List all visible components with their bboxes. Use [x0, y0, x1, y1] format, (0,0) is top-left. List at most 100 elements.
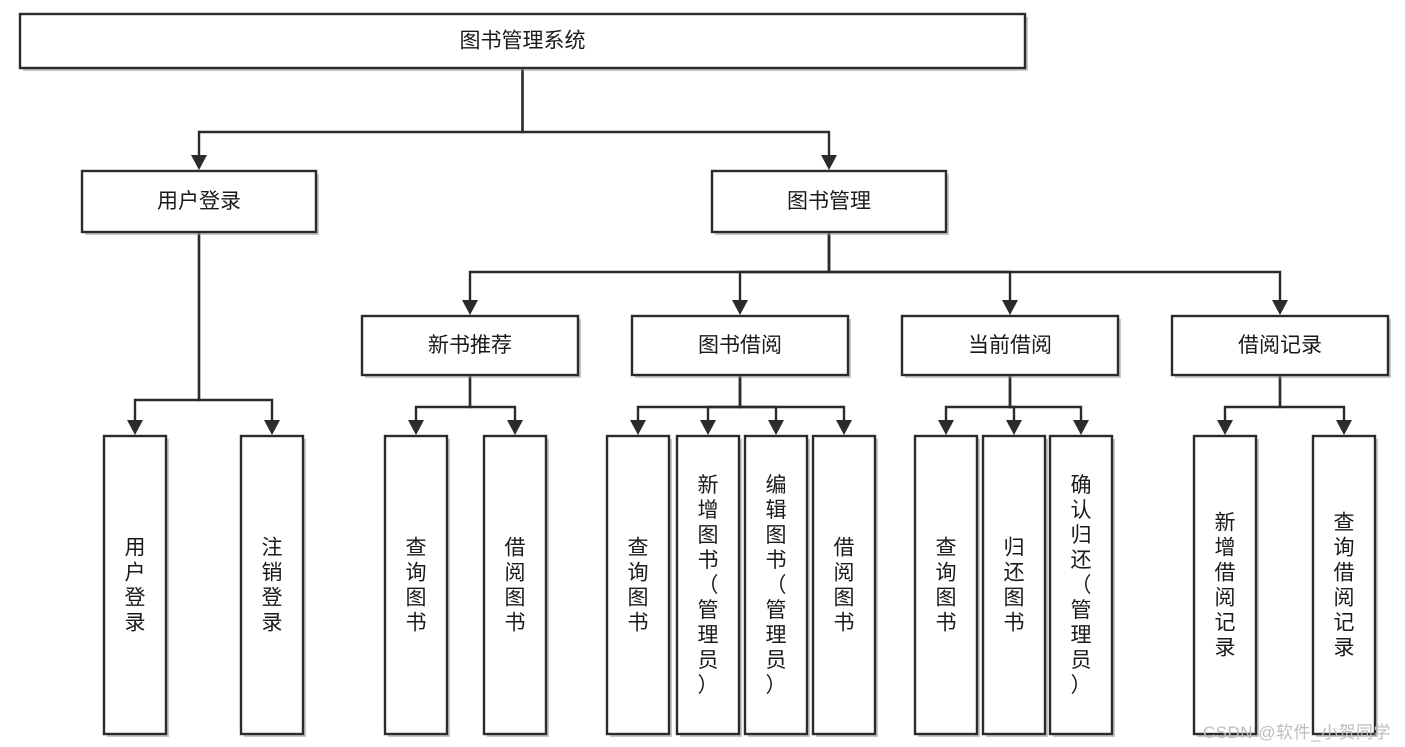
- connector-book-manage-to-book-borrow: [732, 232, 831, 315]
- node-user-login[interactable]: 用户登录: [80, 169, 319, 235]
- node-box[interactable]: [1192, 434, 1258, 736]
- node-label: 查询图书: [628, 537, 649, 635]
- node-label: 当前借阅: [968, 334, 1052, 357]
- node-leaf-confirm-return-admin[interactable]: 确认归还（管理员）: [1048, 434, 1115, 737]
- connector-user-login-to-leaf-user-login: [127, 232, 201, 435]
- connector-borrow-record-to-leaf-add-borrow-record: [1217, 375, 1282, 435]
- arrow-head-icon: [1002, 300, 1018, 315]
- arrow-head-icon: [1336, 420, 1352, 435]
- connector-layer: [127, 68, 1352, 435]
- node-leaf-add-book-admin[interactable]: 新增图书（管理员）: [675, 434, 742, 737]
- node-box[interactable]: [1170, 314, 1390, 377]
- node-box[interactable]: [913, 434, 979, 736]
- node-leaf-add-borrow-record[interactable]: 新增借阅记录: [1192, 434, 1259, 737]
- node-leaf-user-login[interactable]: 用户登录: [102, 434, 169, 737]
- connector-book-borrow-to-leaf-add-book-admin: [700, 375, 742, 435]
- node-label: 用户登录: [157, 190, 241, 213]
- node-box[interactable]: [18, 12, 1027, 70]
- node-label: 注销登录: [262, 537, 283, 635]
- node-box[interactable]: [675, 434, 741, 736]
- connector-current-borrow-to-leaf-confirm-return-admin: [1008, 375, 1089, 435]
- node-box[interactable]: [900, 314, 1120, 377]
- node-box[interactable]: [811, 434, 877, 736]
- connector-book-manage-to-new-book-recommend: [462, 232, 831, 315]
- node-box[interactable]: [239, 434, 305, 736]
- arrow-head-icon: [462, 300, 478, 315]
- node-box[interactable]: [1048, 434, 1114, 736]
- arrow-head-icon: [700, 420, 716, 435]
- node-leaf-borrow-book[interactable]: 借阅图书: [811, 434, 878, 737]
- arrow-head-icon: [1073, 420, 1089, 435]
- node-label: 新增图书（管理员）: [698, 474, 719, 697]
- node-borrow-record[interactable]: 借阅记录: [1170, 314, 1391, 378]
- node-label: 借阅图书: [505, 537, 526, 635]
- node-label: 用户登录: [125, 537, 146, 635]
- node-leaf-query-book-borrow[interactable]: 查询图书: [605, 434, 672, 737]
- node-book-manage[interactable]: 图书管理: [710, 169, 949, 235]
- node-current-borrow[interactable]: 当前借阅: [900, 314, 1121, 378]
- node-box[interactable]: [482, 434, 548, 736]
- connector-book-manage-to-current-borrow: [827, 232, 1018, 315]
- arrow-head-icon: [127, 420, 143, 435]
- node-label: 图书管理: [787, 190, 871, 213]
- node-label: 查询图书: [936, 537, 957, 635]
- node-box[interactable]: [1311, 434, 1377, 736]
- node-leaf-edit-book-admin[interactable]: 编辑图书（管理员）: [743, 434, 810, 737]
- connector-new-book-recommend-to-leaf-query-book-recommend: [408, 375, 472, 435]
- node-layer: 图书管理系统用户登录图书管理新书推荐图书借阅当前借阅借阅记录用户登录注销登录查询…: [18, 12, 1391, 737]
- connector-root-to-book-manage: [521, 68, 837, 170]
- node-box[interactable]: [630, 314, 850, 377]
- node-box[interactable]: [710, 169, 948, 234]
- node-box[interactable]: [981, 434, 1047, 736]
- connector-book-borrow-to-leaf-query-book-borrow: [630, 375, 742, 435]
- arrow-head-icon: [768, 420, 784, 435]
- node-box[interactable]: [743, 434, 809, 736]
- node-leaf-query-book-current[interactable]: 查询图书: [913, 434, 980, 737]
- arrow-head-icon: [732, 300, 748, 315]
- arrow-head-icon: [507, 420, 523, 435]
- node-root[interactable]: 图书管理系统: [18, 12, 1028, 71]
- connector-borrow-record-to-leaf-query-borrow-record: [1278, 375, 1352, 435]
- arrow-head-icon: [836, 420, 852, 435]
- node-label: 查询图书: [406, 537, 427, 635]
- connector-book-borrow-to-leaf-edit-book-admin: [738, 375, 784, 435]
- node-leaf-logout[interactable]: 注销登录: [239, 434, 306, 737]
- node-label: 新增借阅记录: [1215, 512, 1236, 660]
- arrow-head-icon: [408, 420, 424, 435]
- node-box[interactable]: [605, 434, 671, 736]
- arrow-head-icon: [821, 155, 837, 170]
- node-label: 新书推荐: [428, 334, 512, 357]
- connector-book-manage-to-borrow-record: [827, 232, 1288, 315]
- arrow-head-icon: [1006, 420, 1022, 435]
- node-book-borrow[interactable]: 图书借阅: [630, 314, 851, 378]
- node-label: 借阅记录: [1238, 334, 1322, 357]
- node-box[interactable]: [383, 434, 449, 736]
- connector-current-borrow-to-leaf-return-book: [1006, 375, 1022, 435]
- node-label: 图书借阅: [698, 334, 782, 357]
- node-leaf-return-book[interactable]: 归还图书: [981, 434, 1048, 737]
- node-box[interactable]: [360, 314, 580, 377]
- node-box[interactable]: [80, 169, 318, 234]
- arrow-head-icon: [630, 420, 646, 435]
- node-leaf-query-borrow-record[interactable]: 查询借阅记录: [1311, 434, 1378, 737]
- connector-new-book-recommend-to-leaf-borrow-book-recommend: [468, 375, 523, 435]
- arrow-head-icon: [938, 420, 954, 435]
- node-leaf-query-book-recommend[interactable]: 查询图书: [383, 434, 450, 737]
- connector-root-to-user-login: [191, 68, 524, 170]
- node-label: 确认归还（管理员）: [1071, 474, 1092, 697]
- node-leaf-borrow-book-recommend[interactable]: 借阅图书: [482, 434, 549, 737]
- node-label: 归还图书: [1004, 537, 1025, 635]
- arrow-head-icon: [1217, 420, 1233, 435]
- arrow-head-icon: [264, 420, 280, 435]
- connector-user-login-to-leaf-logout: [197, 232, 280, 435]
- arrow-head-icon: [1272, 300, 1288, 315]
- node-label: 编辑图书（管理员）: [766, 474, 787, 697]
- arrow-head-icon: [191, 155, 207, 170]
- node-label: 借阅图书: [834, 537, 855, 635]
- node-new-book-recommend[interactable]: 新书推荐: [360, 314, 581, 378]
- connector-book-borrow-to-leaf-borrow-book: [738, 375, 852, 435]
- node-box[interactable]: [102, 434, 168, 736]
- node-label: 图书管理系统: [460, 30, 586, 53]
